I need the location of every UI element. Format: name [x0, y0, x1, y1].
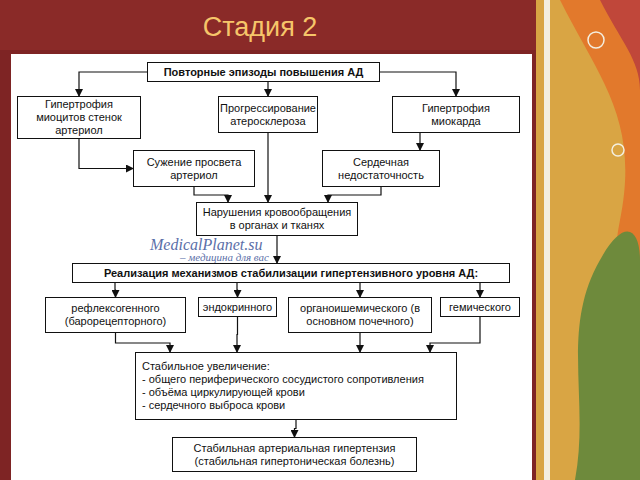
flow-arrow	[430, 317, 480, 352]
process-box: рефлексогенного (барорецепторного)	[45, 297, 186, 333]
box-text: - сердечного выброса крови	[142, 399, 285, 412]
box-text: органоишемического (в основном почечного…	[292, 302, 428, 328]
box-text: Гипертрофия миоцитов стенок артериол	[21, 98, 137, 137]
decor-ornament	[612, 144, 624, 156]
flow-arrow	[194, 187, 228, 202]
box-text: Сердечная недостаточность	[326, 156, 436, 182]
box-text: Нарушения кровообращения в органах и тка…	[200, 206, 354, 232]
flow-arrow	[359, 333, 360, 352]
box-text: рефлексогенного (барорецепторного)	[49, 302, 182, 328]
flow-arrow	[419, 133, 420, 150]
watermark: – медицина для вас	[178, 251, 271, 263]
box-text: Повторные эпизоды повышения АД	[164, 66, 364, 79]
decor-wave	[560, 0, 640, 480]
slide-title: Стадия 2	[150, 12, 370, 43]
flow-arrow	[267, 133, 268, 202]
flow-arrow	[79, 139, 133, 169]
flow-arrow	[79, 72, 147, 96]
flow-arrow	[236, 283, 238, 297]
decor-wave	[600, 0, 640, 90]
process-box: Стабильная артериальная гипертензия (ста…	[172, 437, 417, 472]
box-text: Реализация механизмов стабилизации гипер…	[104, 267, 478, 280]
process-box: Сердечная недостаточность	[322, 150, 440, 187]
flow-arrow	[359, 283, 360, 297]
flow-arrow	[267, 82, 268, 96]
box-text: Сужение просвета артериол	[137, 156, 251, 182]
process-box: Гипертрофия миокарда	[392, 96, 520, 133]
process-box: Прогрессирование атеросклероза	[218, 96, 318, 133]
box-text: Стабильная артериальная гипертензия (ста…	[176, 442, 413, 468]
box-text: Стабильное увеличение:	[142, 360, 270, 373]
flow-arrow	[479, 283, 480, 297]
process-box: Сужение просвета артериол	[133, 150, 255, 187]
process-box: гемического	[440, 297, 520, 317]
flow-arrow	[116, 333, 171, 352]
flow-arrow	[114, 283, 116, 297]
box-text: Прогрессирование атеросклероза	[220, 102, 316, 128]
flow-arrow	[276, 236, 277, 263]
flow-arrow	[328, 187, 381, 202]
box-text: эндокринного	[203, 301, 272, 314]
process-box: Повторные эпизоды повышения АД	[147, 62, 380, 82]
flow-arrow	[380, 72, 456, 96]
flow-arrow	[295, 420, 297, 437]
process-box: Реализация механизмов стабилизации гипер…	[72, 263, 510, 283]
process-box: Гипертрофия миоцитов стенок артериол	[17, 96, 141, 139]
flow-arrow	[236, 317, 238, 352]
box-text: Гипертрофия миокарда	[396, 102, 516, 128]
decor-strip	[536, 0, 640, 480]
process-box: органоишемического (в основном почечного…	[288, 297, 432, 333]
decor-line	[544, 0, 550, 480]
decor-wave	[575, 232, 640, 480]
box-text: - объёма циркулирующей крови	[142, 386, 305, 399]
box-text: гемического	[449, 301, 511, 314]
decor-ornament	[588, 32, 604, 48]
content-panel	[11, 54, 532, 480]
process-box: Стабильное увеличение:- общего периферич…	[135, 352, 457, 420]
process-box: эндокринного	[198, 297, 277, 317]
process-box: Нарушения кровообращения в органах и тка…	[196, 202, 358, 236]
box-text: - общего периферического сосудистого соп…	[142, 373, 424, 386]
